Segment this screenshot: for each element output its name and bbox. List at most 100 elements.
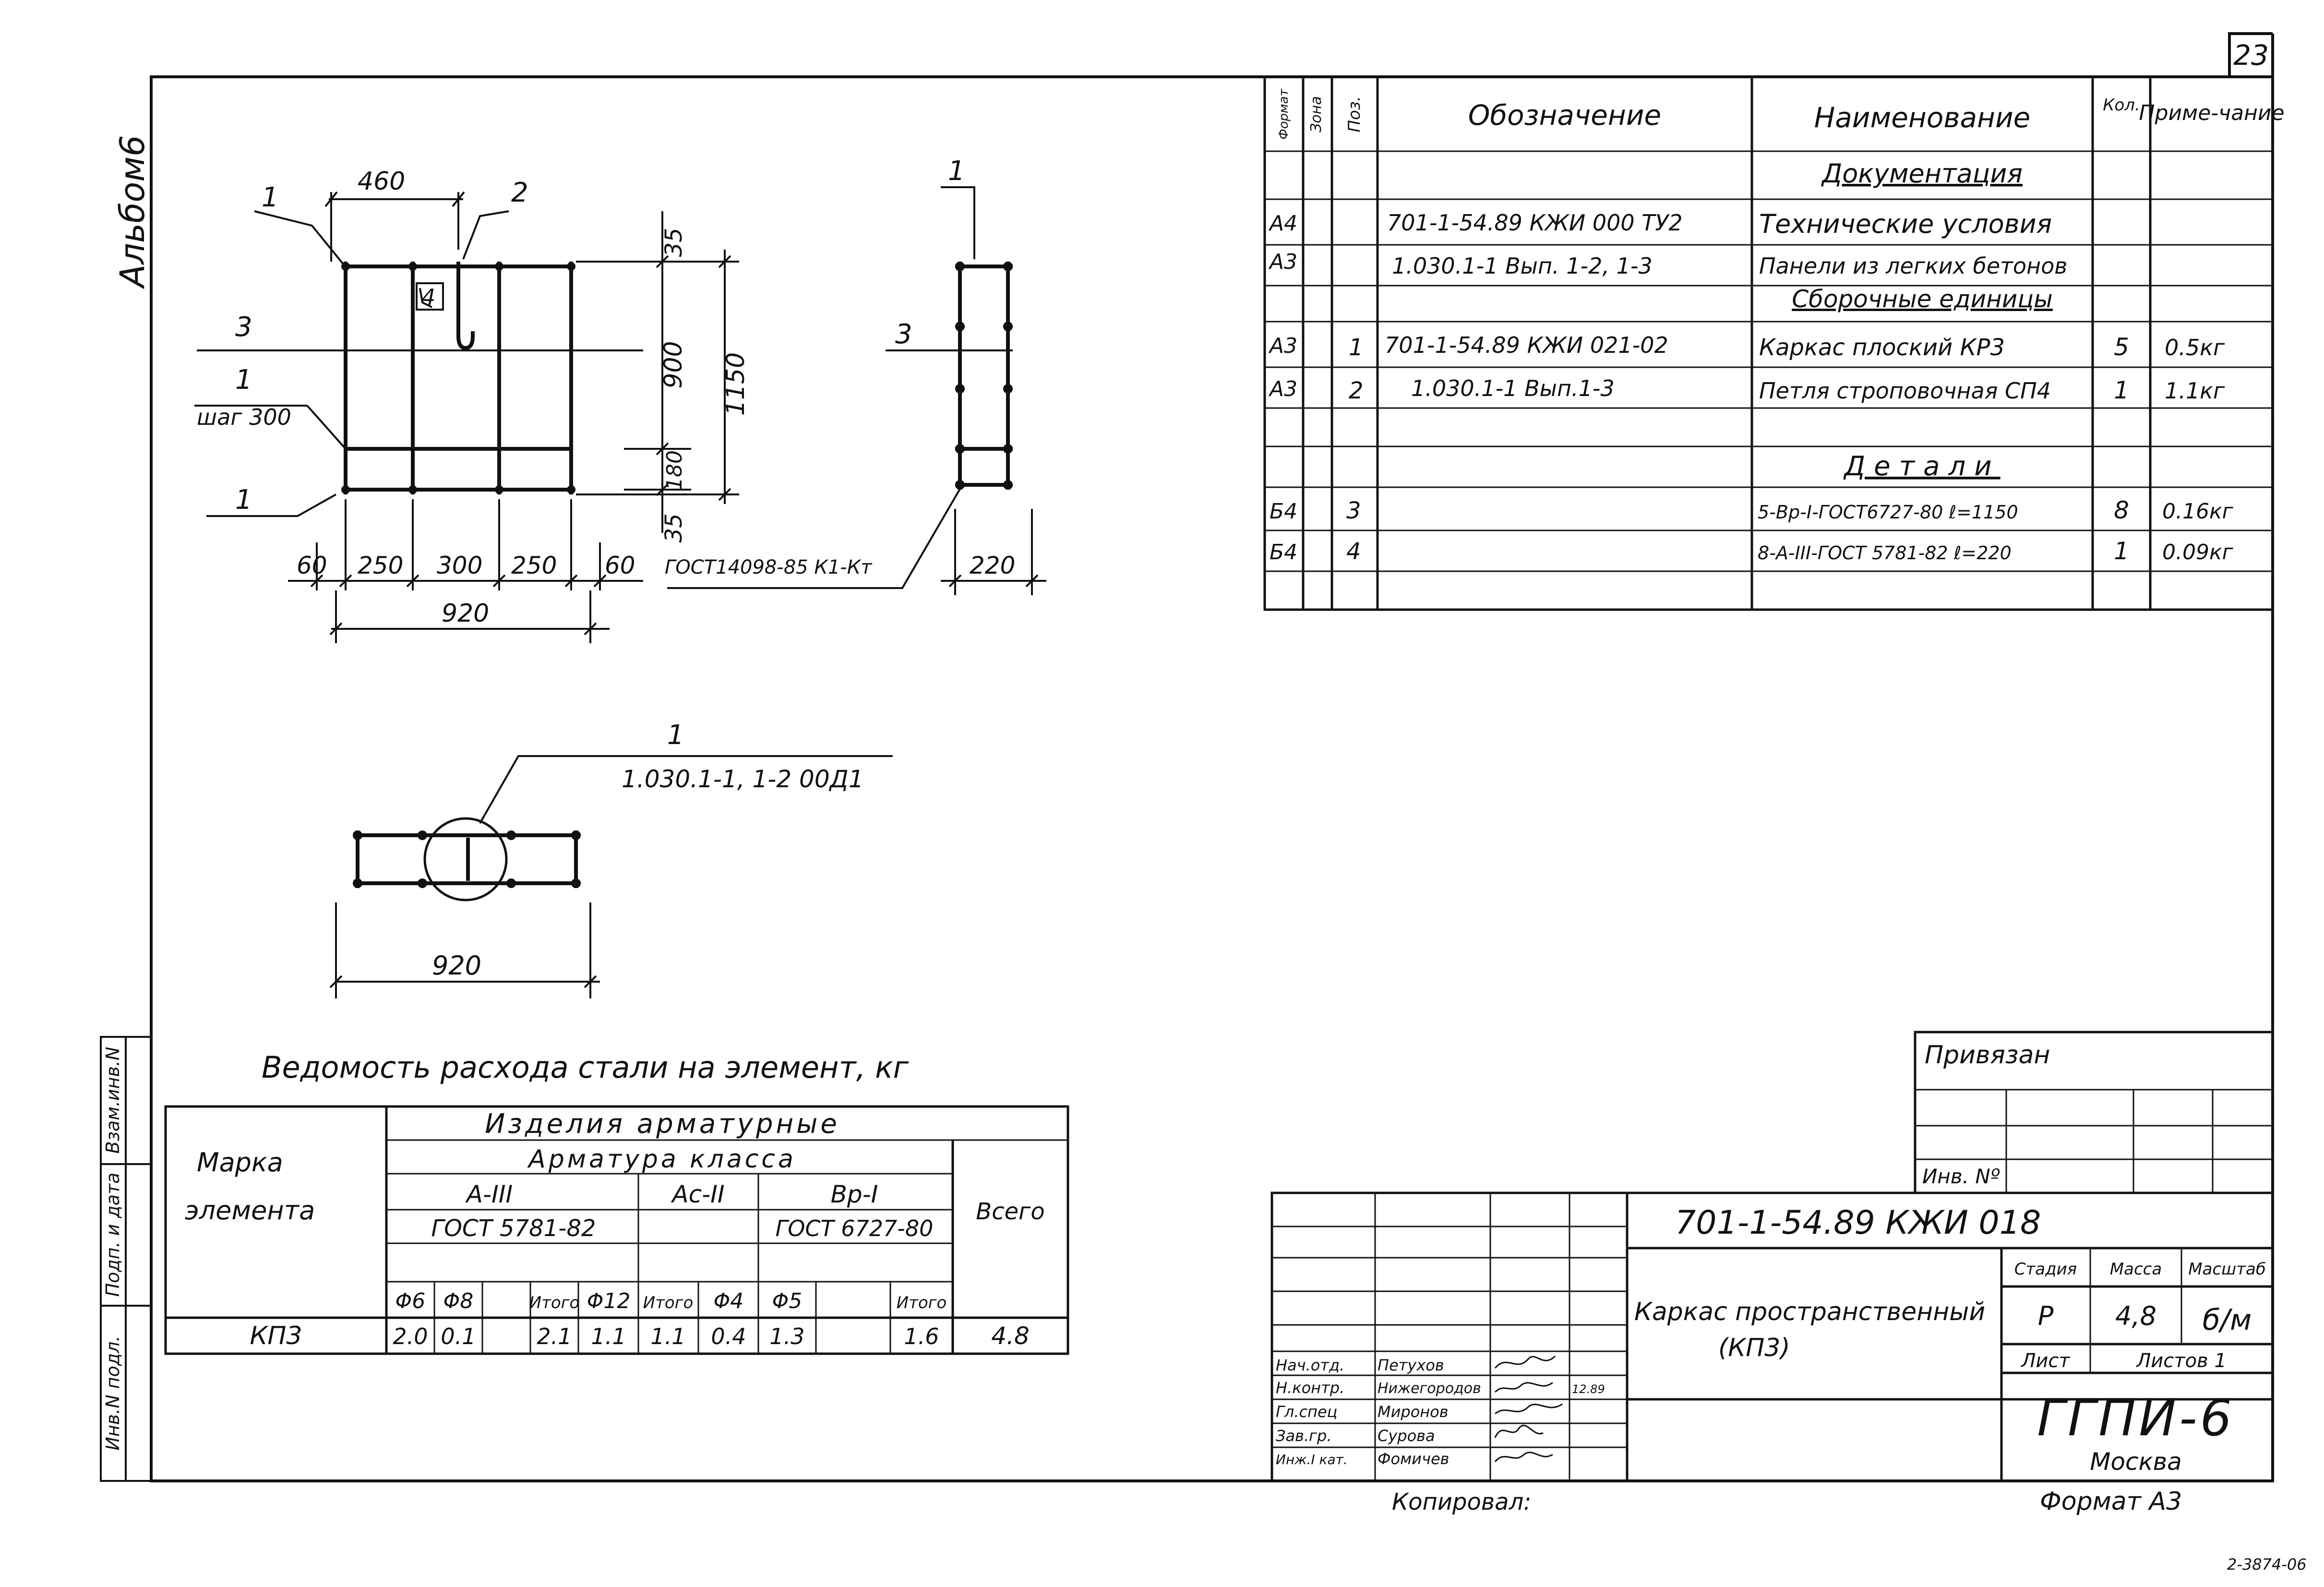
footer-code: 2-3874-06 <box>2227 1555 2307 1574</box>
steel-row-total: 4.8 <box>991 1322 1030 1350</box>
frame-section-view: 1 1.030.1-1, 1-2 00Д1 920 <box>329 720 893 998</box>
spec-row-designation: 1.030.1-1 Вып. 1-2, 1-3 <box>1392 253 1653 279</box>
spec-section-documentation: Документация <box>1821 158 2023 189</box>
binding-box: Привязан Инв. Nº <box>1914 1031 2274 1194</box>
dim-180: 180 <box>662 450 687 491</box>
spec-header-qty: Кол. <box>2103 96 2140 115</box>
callout-1-bottom: 1 <box>235 484 252 516</box>
side-stamp-sign-date: Подп. и дата <box>102 1173 123 1297</box>
spec-row-format: А3 <box>1268 377 1297 401</box>
side-stamp-inv-orig: Инв.N подл. <box>102 1336 123 1451</box>
spec-row-pos: 3 <box>1346 497 1361 524</box>
callout-1-section: 1 <box>667 720 684 751</box>
spec-row-name: Петля строповочная СП4 <box>1759 378 2051 404</box>
spec-row: А3 2 1.030.1-1 Вып.1-3 Петля строповочна… <box>1268 375 2225 404</box>
binding-label: Привязан <box>1925 1041 2050 1070</box>
signature-row: Нач.отд. Петухов <box>1276 1356 1444 1374</box>
spec-row-pos: 1 <box>1349 334 1364 361</box>
person-name: Сурова <box>1378 1427 1435 1445</box>
spec-row-qty: 1 <box>2114 376 2129 404</box>
spec-row-note: 1.1кг <box>2165 378 2225 404</box>
steel-class-a3: А-III <box>465 1180 513 1208</box>
spec-row-name: 8-А-III-ГОСТ 5781-82 ℓ=220 <box>1758 542 2012 564</box>
steel-row-mark: КП3 <box>250 1322 302 1350</box>
spec-table: Формат Зона Поз. Обозначение Наименовани… <box>1263 75 2285 611</box>
mass-value: 4,8 <box>2115 1301 2156 1331</box>
spec-row-format: А4 <box>1268 211 1297 236</box>
spec-row-note: 0.09кг <box>2162 540 2234 565</box>
title-block: 701-1-54.89 КЖИ 018 Каркас пространствен… <box>1270 1191 2274 1516</box>
spec-header-designation: Обозначение <box>1468 99 1661 132</box>
spec-row-designation: 1.030.1-1 Вып.1-3 <box>1411 375 1615 401</box>
dim-900: 900 <box>659 341 688 388</box>
sheet-label: Лист <box>2020 1350 2071 1372</box>
section-reference: 1.030.1-1, 1-2 00Д1 <box>622 765 864 793</box>
spec-section-parts: Детали <box>1843 451 2000 482</box>
person-name: Фомичев <box>1378 1450 1450 1468</box>
spec-row-format: А3 <box>1268 250 1297 274</box>
dim-300: 300 <box>437 552 482 579</box>
binding-inv-no: Инв. Nº <box>1922 1165 2000 1188</box>
signature-row: Зав.гр. Сурова <box>1276 1427 1435 1445</box>
copied-label: Копировал: <box>1392 1489 1531 1515</box>
format-label: Формат А3 <box>2040 1487 2182 1516</box>
callout-1-mid: 1 <box>235 364 252 396</box>
person-name: Миронов <box>1378 1403 1449 1421</box>
role: Инж.I кат. <box>1276 1452 1348 1467</box>
steel-gost-6727: ГОСТ 6727-80 <box>776 1215 934 1241</box>
spec-row-format: А3 <box>1268 334 1297 358</box>
steel-products-header: Изделия арматурные <box>485 1108 840 1140</box>
dim-920-main: 920 <box>442 599 489 628</box>
dim-220: 220 <box>970 552 1015 579</box>
spec-row: А3 1.030.1-1 Вып. 1-2, 1-3 Панели из лег… <box>1268 250 2067 279</box>
sheets-label: Листов 1 <box>2135 1350 2227 1372</box>
side-stamp-replace-inv: Взам.инв.N <box>102 1047 123 1154</box>
steel-col-header: Φ5 <box>772 1289 803 1313</box>
steel-cell: 0.4 <box>711 1323 746 1349</box>
spec-row-designation: 701-1-54.89 КЖИ 021-02 <box>1385 332 1668 358</box>
dim-60-left: 60 <box>297 552 327 579</box>
weld-note: ГОСТ14098-85 К1-Кт <box>665 556 873 578</box>
steel-cell: 1.3 <box>769 1323 804 1349</box>
spec-row-name: Каркас плоский КР3 <box>1759 334 2005 361</box>
spec-row-designation: 701-1-54.89 КЖИ 000 ТУ2 <box>1387 210 1683 236</box>
spec-row-qty: 5 <box>2114 333 2129 361</box>
dim-250-right: 250 <box>511 552 557 579</box>
role: Зав.гр. <box>1276 1427 1331 1445</box>
drawing-title-line2: (КП3) <box>1718 1334 1790 1362</box>
steel-col-header: Итого <box>897 1293 947 1312</box>
role: Гл.спец <box>1276 1403 1337 1421</box>
spec-row-name: 5-Вр-I-ГОСТ6727-80 ℓ=1150 <box>1758 502 2018 523</box>
scale-value: б/м <box>2203 1303 2252 1337</box>
spec-row-note: 0.16кг <box>2162 499 2234 524</box>
spec-row-qty: 1 <box>2114 537 2129 565</box>
dim-920-section: 920 <box>432 950 481 981</box>
role: Нач.отд. <box>1276 1356 1344 1374</box>
dim-250-left: 250 <box>358 552 403 579</box>
frame-elevation: 460 35 900 1150 180 35 60 250 300 250 60… <box>194 167 963 643</box>
spec-row-qty: 8 <box>2114 496 2129 524</box>
spec-row-pos: 2 <box>1349 377 1364 404</box>
steel-table-title: Ведомость расхода стали на элемент, кг <box>262 1050 909 1085</box>
spec-row-name: Панели из легких бетонов <box>1759 253 2067 279</box>
steel-cell: 2.1 <box>537 1323 572 1349</box>
steel-col-header: Итого <box>529 1293 580 1312</box>
stage-value: Р <box>2038 1301 2054 1331</box>
signatures <box>1494 1355 1563 1462</box>
steel-gost-5781: ГОСТ 5781-82 <box>431 1215 596 1242</box>
drawing-code: 701-1-54.89 КЖИ 018 <box>1675 1204 2041 1242</box>
steel-table: Ведомость расхода стали на элемент, кг <box>164 1050 1069 1355</box>
organization: ГГПИ-6 <box>2037 1389 2235 1447</box>
steel-cell: 1.6 <box>904 1323 939 1349</box>
city: Москва <box>2090 1448 2182 1476</box>
dim-35-bottom: 35 <box>660 513 687 542</box>
steel-rebar-class-header: Арматура класса <box>527 1145 796 1174</box>
spec-row: А3 1 701-1-54.89 КЖИ 021-02 Каркас плоск… <box>1268 332 2225 361</box>
spec-row-format: Б4 <box>1270 540 1297 565</box>
role: Н.контр. <box>1276 1379 1344 1397</box>
stage-label: Стадия <box>2014 1260 2077 1279</box>
dim-35-top: 35 <box>660 228 687 257</box>
mass-label: Масса <box>2110 1260 2162 1279</box>
signature-row: Гл.спец Миронов <box>1276 1403 1449 1421</box>
